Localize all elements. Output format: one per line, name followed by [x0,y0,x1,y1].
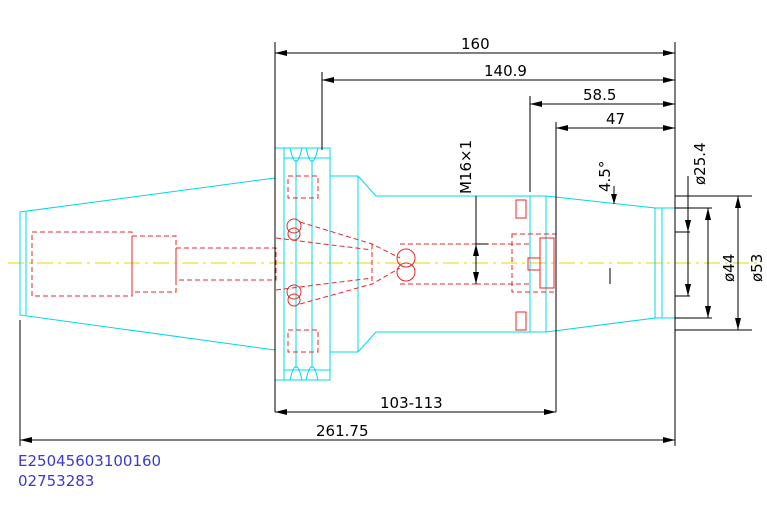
dim-dia-44: ø44 [720,254,738,282]
hidden-details [31,175,557,353]
extension-lines [19,42,752,446]
dim-160: 160 [461,35,490,53]
dim-47: 47 [606,110,625,128]
dim-dia-53: ø53 [748,254,766,282]
holder-outline [19,147,676,381]
dim-dia-25-4: ø25.4 [691,142,709,185]
dimension-lines [20,50,741,443]
dim-140-9: 140.9 [484,62,527,80]
dim-261-75: 261.75 [316,422,369,440]
part-code-line2: 02753283 [18,472,94,490]
dim-taper-angle: 4.5° [596,161,614,192]
dim-thread: M16×1 [457,140,475,194]
dim-103-113: 103-113 [380,394,443,412]
dim-58-5: 58.5 [583,86,616,104]
part-code-line1: E25045603100160 [18,452,161,470]
